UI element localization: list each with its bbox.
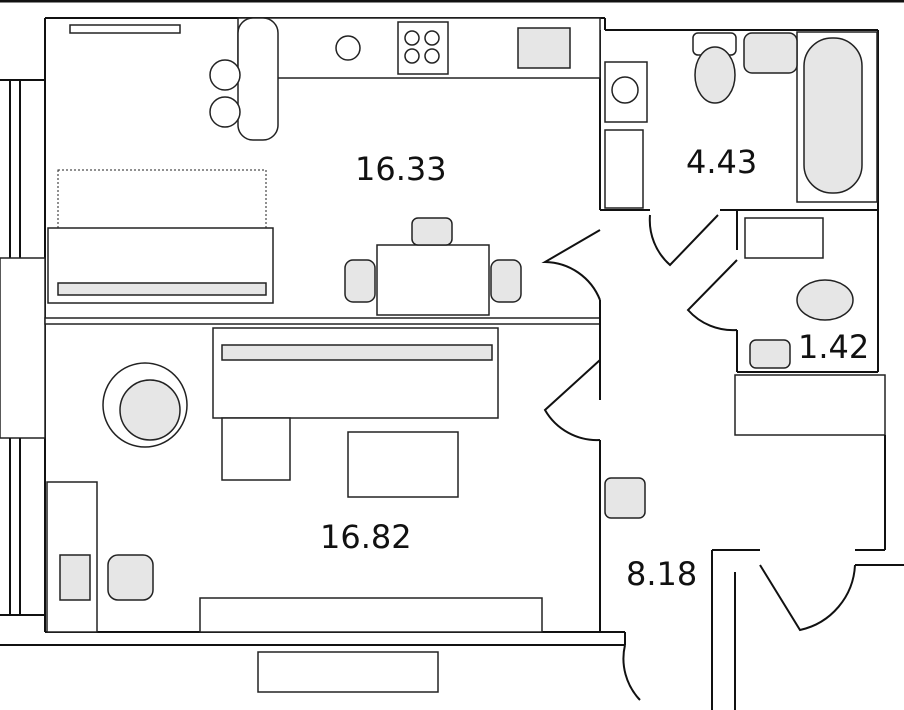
interior-wall xyxy=(44,317,601,325)
kitchen-counter xyxy=(209,17,601,141)
window-sill xyxy=(69,24,181,34)
room-area-living-room: 16.82 xyxy=(320,518,412,556)
room-area-bathroom: 4.43 xyxy=(686,143,758,181)
bathroom-fixtures xyxy=(604,31,878,369)
floor-drain xyxy=(604,477,646,519)
sofa xyxy=(47,169,274,304)
dining-table xyxy=(344,217,522,316)
doors xyxy=(541,214,856,701)
room-area-toilet: 1.42 xyxy=(798,328,870,366)
room-area-hallway: 8.18 xyxy=(626,555,698,593)
tv-stand xyxy=(199,597,543,633)
sofa-2 xyxy=(212,327,499,498)
left-wall xyxy=(0,18,46,632)
wardrobe xyxy=(734,374,886,436)
desk xyxy=(46,481,154,633)
hall-walls xyxy=(599,30,904,710)
bottom-wall xyxy=(0,631,626,693)
armchair xyxy=(102,362,188,448)
room-area-kitchen-living: 16.33 xyxy=(355,150,447,188)
